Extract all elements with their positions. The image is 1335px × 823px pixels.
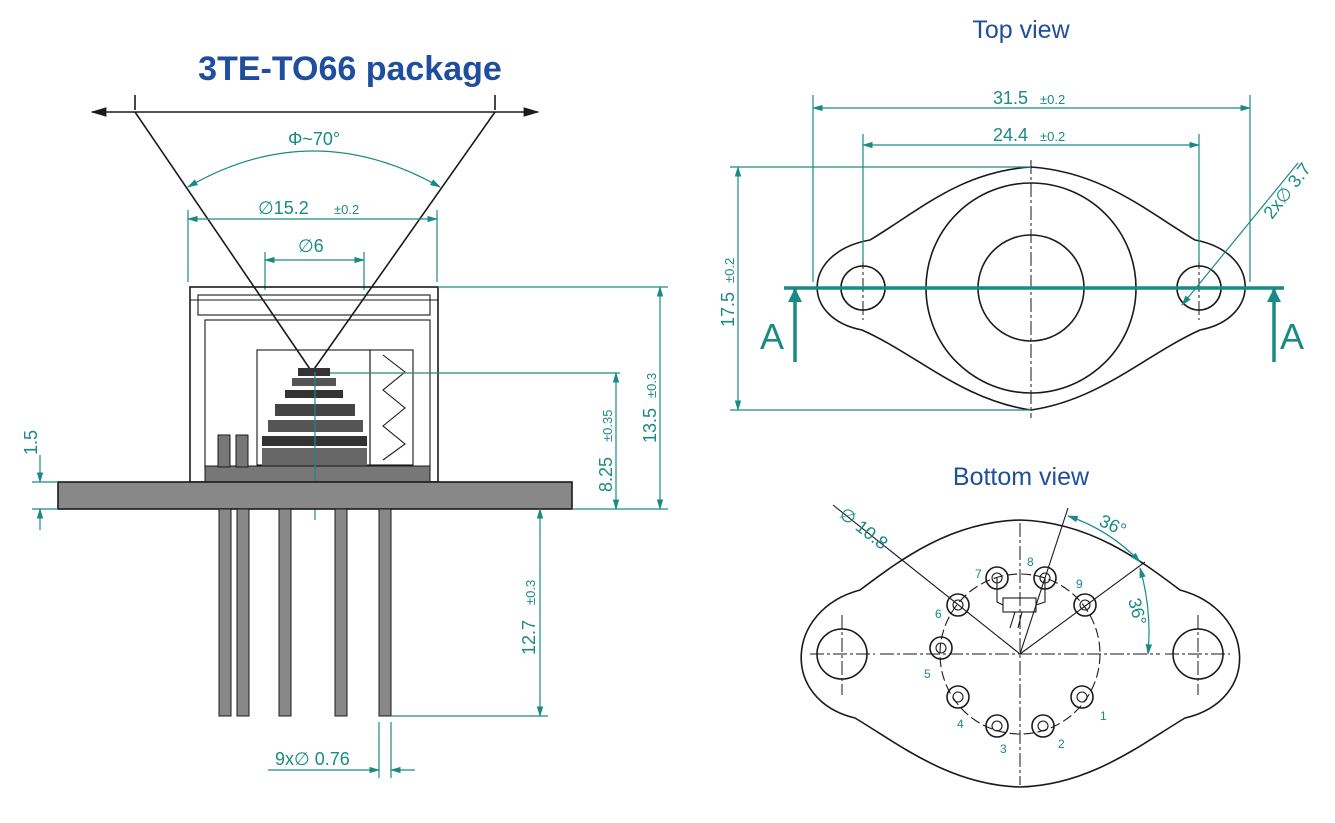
pin-9-label: 9: [1076, 577, 1083, 591]
pin-7-label: 7: [975, 567, 982, 581]
bottom-view: ∅ 10.8 36° 36° 1 2 3 4 5 6 7 8 9: [800, 503, 1241, 788]
hole-spacing-label: 24.4: [993, 125, 1028, 145]
pin-5: 5: [924, 636, 953, 681]
pin-7: 7: [975, 566, 1009, 590]
view-angle-label: Φ~70°: [288, 129, 340, 149]
pin-8-label: 8: [1027, 555, 1034, 569]
pin-2-label: 2: [1058, 737, 1065, 751]
hole-spacing-tol: ±0.2: [1040, 129, 1065, 144]
window-diameter-label: ∅6: [298, 236, 324, 256]
flange-thickness-label: 1.5: [21, 430, 41, 455]
total-height-tol: ±0.3: [644, 373, 659, 398]
pin-6: 6: [935, 593, 970, 621]
top-view-title: Top view: [972, 16, 1070, 44]
pin-4: 4: [946, 685, 970, 731]
overall-width-tol: ±0.2: [1040, 92, 1065, 107]
hole-diameter-label: 2x∅ 3.7: [1259, 159, 1315, 222]
pin-2: 2: [1031, 714, 1065, 751]
overall-width-label: 31.5: [993, 88, 1028, 108]
pin-8: 8: [1027, 555, 1057, 590]
pin-9: 9: [1073, 577, 1097, 617]
pin-4-label: 4: [957, 717, 964, 731]
bottom-view-title: Bottom view: [953, 463, 1090, 491]
pin-diameter-label: 9x∅ 0.76: [275, 749, 350, 769]
pins-side: [218, 508, 392, 717]
side-view: Φ~70° ∅15.2 ±0.2 ∅6: [21, 95, 668, 778]
pin-length-tol: ±0.3: [523, 580, 538, 605]
pin-5-label: 5: [924, 667, 931, 681]
pin-1-label: 1: [1100, 709, 1107, 723]
section-label-left: A: [760, 316, 784, 357]
top-height-label: 17.5: [718, 292, 738, 327]
section-label-right: A: [1280, 316, 1304, 357]
pin-1: 1: [1070, 685, 1107, 723]
cap-diameter-tol: ±0.2: [334, 202, 359, 217]
top-view: 31.5 ±0.2 24.4 ±0.2 17.5 ±0.2 2x∅ 3.7 A …: [718, 88, 1315, 418]
sensor-height-tol: ±0.35: [600, 410, 615, 442]
cap-diameter-label: ∅15.2: [258, 198, 309, 218]
pin-length-label: 12.7: [519, 620, 539, 655]
sensor-height-label: 8.25: [596, 457, 616, 492]
angle-1-label: 36°: [1096, 510, 1129, 540]
top-height-tol: ±0.2: [722, 258, 737, 283]
total-height-label: 13.5: [640, 408, 660, 443]
page-title: 3TE-TO66 package: [198, 50, 502, 88]
pcd-label: ∅ 10.8: [836, 503, 892, 553]
pin-6-label: 6: [935, 607, 942, 621]
pin-3: 3: [985, 714, 1009, 756]
pin-3-label: 3: [1000, 742, 1007, 756]
